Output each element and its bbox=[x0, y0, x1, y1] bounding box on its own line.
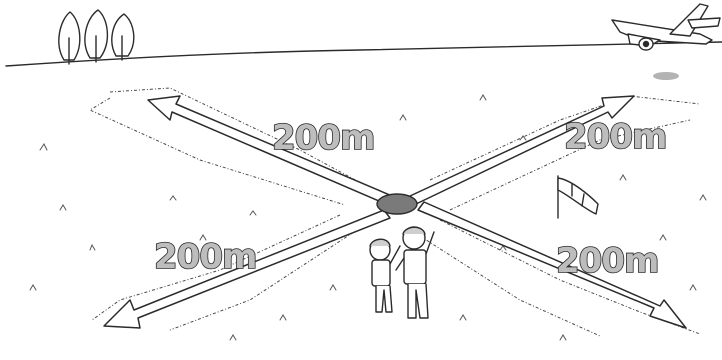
horizon-line-icon bbox=[6, 42, 722, 66]
center-marker-icon bbox=[377, 194, 417, 214]
two-children-icon bbox=[370, 227, 434, 318]
distance-label-lower-right: 200m bbox=[556, 241, 658, 281]
distance-label-upper-right: 200m bbox=[564, 117, 666, 157]
distance-label-upper-left: 200m bbox=[272, 118, 374, 158]
windsock-icon bbox=[558, 176, 598, 218]
airplane-shadow-icon bbox=[653, 72, 679, 80]
trees-icon bbox=[59, 10, 134, 64]
distance-label-lower-left: 200m bbox=[154, 237, 256, 277]
